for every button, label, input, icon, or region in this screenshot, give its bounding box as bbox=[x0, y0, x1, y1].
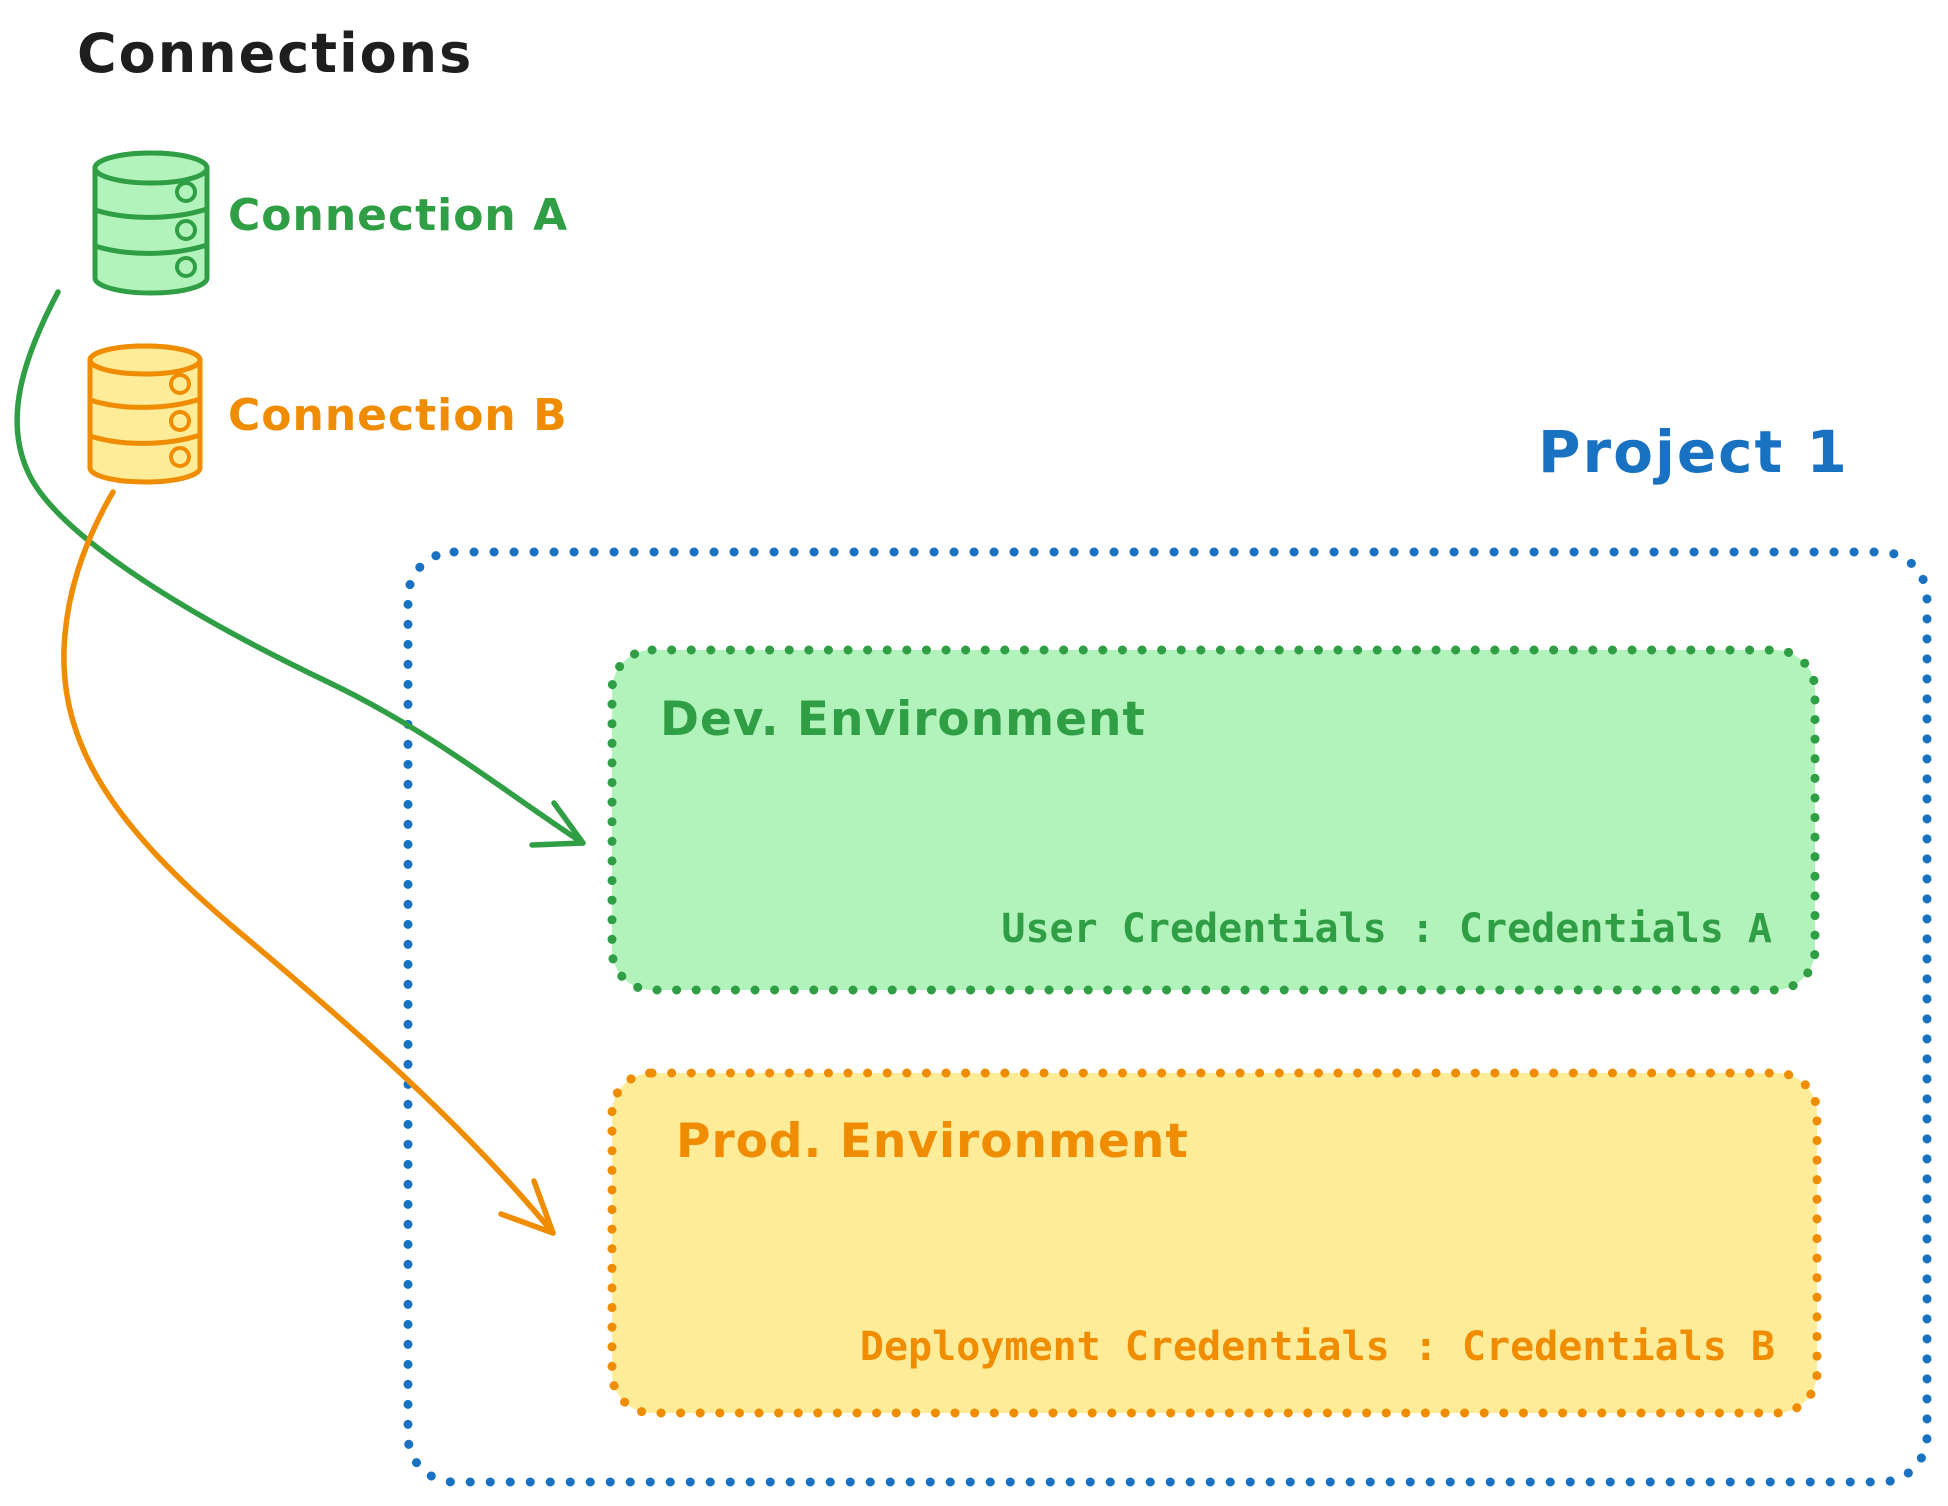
arrow-b-shaft bbox=[61, 489, 556, 1236]
project-box-border bbox=[403, 547, 1932, 1487]
dev-environment-title: Dev. Environment bbox=[660, 692, 1146, 747]
prod-credentials-text: Deployment Credentials : Credentials B bbox=[859, 1324, 1775, 1370]
arrow-a-head bbox=[529, 800, 586, 848]
diagram-title: Connections bbox=[77, 22, 474, 85]
database-b-dot-2 bbox=[169, 410, 191, 432]
database-a-divider-2 bbox=[92, 242, 210, 256]
dev-credentials-text: User Credentials : Credentials A bbox=[1001, 906, 1772, 952]
database-b-icon bbox=[87, 343, 203, 485]
database-a-top bbox=[92, 150, 210, 186]
database-a-icon bbox=[92, 150, 210, 296]
prod-environment-box bbox=[607, 1068, 1822, 1418]
database-b-dot-1 bbox=[169, 373, 191, 395]
connection-b-label: Connection B bbox=[228, 390, 568, 441]
database-b-divider-1 bbox=[87, 396, 203, 410]
connection-a-label: Connection A bbox=[228, 190, 569, 241]
database-b-dot-3 bbox=[169, 446, 191, 468]
database-a-dot-2 bbox=[175, 219, 197, 241]
arrow-a-shaft bbox=[14, 289, 586, 846]
arrow-connection-b-to-prod bbox=[61, 489, 556, 1236]
prod-environment-title: Prod. Environment bbox=[676, 1114, 1189, 1169]
arrow-connection-a-to-dev bbox=[14, 289, 586, 848]
arrow-b-head bbox=[498, 1178, 556, 1236]
database-a-dot-3 bbox=[175, 256, 197, 278]
project-title: Project 1 bbox=[1538, 418, 1849, 486]
database-b-top bbox=[87, 343, 203, 377]
dev-environment-box bbox=[607, 645, 1820, 995]
database-b-divider-2 bbox=[87, 432, 203, 446]
database-a-divider-1 bbox=[92, 206, 210, 220]
database-a-dot-1 bbox=[175, 181, 197, 203]
